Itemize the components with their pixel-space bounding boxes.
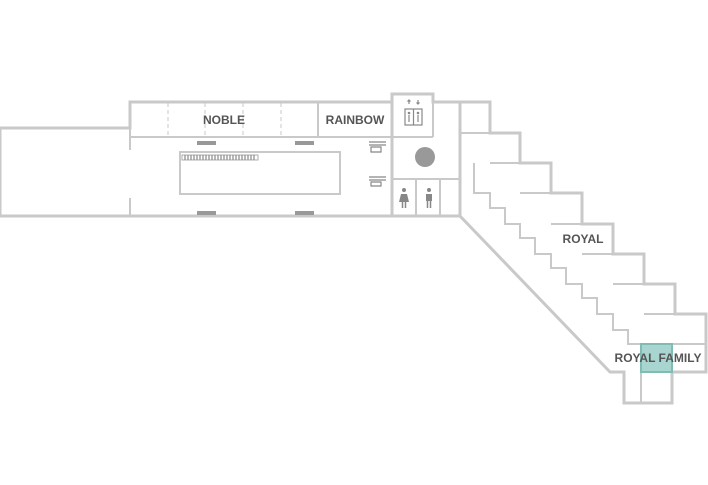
elevator-icon <box>404 99 423 126</box>
room-label-rainbow: RAINBOW <box>326 113 385 127</box>
room-label-royal: ROYAL <box>563 232 604 246</box>
restroom-women-icon <box>399 188 409 208</box>
lobby-furniture <box>369 141 386 187</box>
room-label-noble: NOBLE <box>203 113 245 127</box>
right-wing <box>458 100 708 405</box>
central-table <box>179 151 341 195</box>
room-label-royal-family: ROYAL FAMILY <box>615 351 702 365</box>
restroom-men-icon <box>426 188 432 208</box>
door-markers <box>197 141 314 215</box>
royal-family-room[interactable] <box>640 343 673 373</box>
vent-grille <box>181 154 259 161</box>
pillar-icon <box>415 147 435 167</box>
